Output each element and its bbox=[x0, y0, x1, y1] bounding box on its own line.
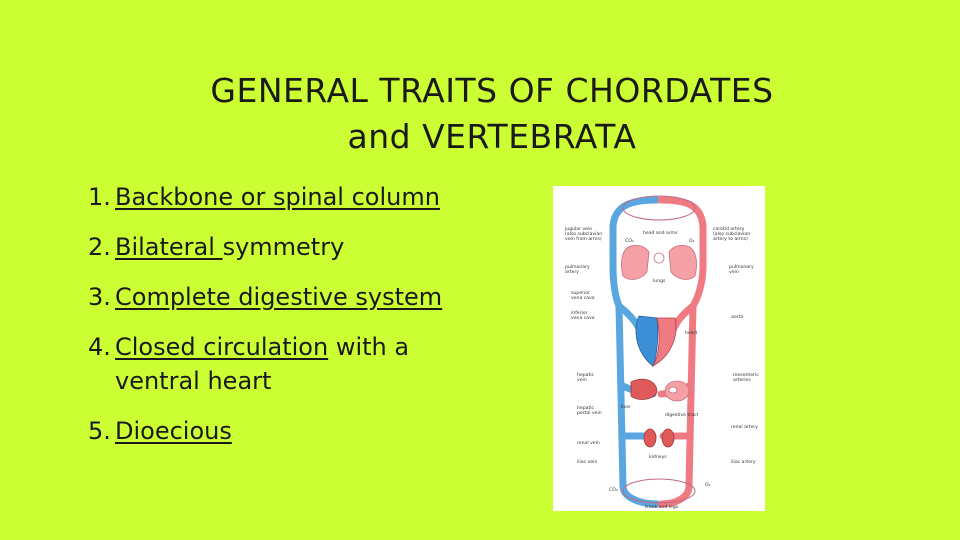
label-mesenteric-1: mesenteric bbox=[733, 372, 759, 378]
item-underlined-text: Backbone or spinal column bbox=[115, 183, 440, 211]
traits-list: 1. Backbone or spinal column 2. Bilatera… bbox=[88, 180, 448, 464]
lungs-organ bbox=[621, 244, 697, 280]
label-sup-vc-1: superior bbox=[571, 290, 590, 296]
label-kidneys: kidneys bbox=[649, 454, 667, 460]
item-text: Bilateral symmetry bbox=[115, 230, 448, 264]
list-item: 2. Bilateral symmetry bbox=[88, 230, 448, 264]
label-co2-top: CO₂ bbox=[625, 238, 634, 244]
label-heart: heart bbox=[685, 330, 697, 336]
item-text: Closed circulation with a ventral heart bbox=[115, 330, 448, 398]
digestive-organ bbox=[664, 380, 690, 402]
item-plain-text: with a ventral heart bbox=[115, 333, 410, 395]
diagram-labels: jugular vein (also subclavian vein from … bbox=[564, 226, 759, 510]
list-item: 3. Complete digestive system bbox=[88, 280, 448, 314]
capillary-beds bbox=[622, 195, 696, 504]
label-iliac-vein: iliac vein bbox=[577, 459, 597, 465]
list-item: 5. Dioecious bbox=[88, 414, 448, 448]
label-iliac-artery: iliac artery bbox=[731, 459, 756, 465]
label-co2-bottom: CO₂ bbox=[609, 487, 618, 493]
label-pulm-artery-1: pulmonary bbox=[565, 264, 590, 270]
item-number: 1. bbox=[88, 183, 111, 211]
label-jugular-3: vein from arms) bbox=[565, 236, 602, 242]
label-o2-top: O₂ bbox=[689, 238, 695, 244]
label-carotid-1: carotid artery bbox=[713, 226, 745, 232]
label-inf-vc-2: vena cava bbox=[571, 316, 595, 321]
slide-title: GENERAL TRAITS OF CHORDATES and VERTEBRA… bbox=[0, 68, 960, 160]
title-line-2: and VERTEBRATA bbox=[347, 117, 637, 156]
label-trunk: trunk and legs bbox=[645, 504, 679, 510]
item-plain-text: symmetry bbox=[222, 233, 345, 261]
label-pulm-vein-2: vein bbox=[729, 269, 739, 275]
item-underlined-text: Dioecious bbox=[115, 417, 232, 445]
label-hepatic-portal-2: portal vein bbox=[577, 410, 602, 416]
label-pulm-vein-1: pulmonary bbox=[729, 264, 754, 270]
label-hepatic-vein-1: hepatic bbox=[577, 372, 595, 378]
item-number: 5. bbox=[88, 417, 111, 445]
item-underlined-text: Complete digestive system bbox=[115, 283, 443, 311]
item-text: Backbone or spinal column bbox=[115, 180, 448, 214]
label-renal-vein: renal vein bbox=[577, 440, 600, 446]
item-number: 3. bbox=[88, 283, 111, 311]
label-mesenteric-2: arteries bbox=[733, 377, 751, 383]
label-renal-artery: renal artery bbox=[731, 424, 758, 430]
label-pulm-artery-2: artery bbox=[565, 269, 579, 275]
item-number: 2. bbox=[88, 233, 111, 261]
label-aorta: aorta bbox=[731, 314, 743, 320]
label-hepatic-vein-2: vein bbox=[577, 377, 587, 383]
item-text: Complete digestive system bbox=[115, 280, 448, 314]
label-carotid-3: artery to arms) bbox=[713, 236, 748, 242]
item-underlined-text: Closed circulation bbox=[115, 333, 329, 361]
item-underlined-text: Bilateral bbox=[115, 233, 223, 261]
liver-organ bbox=[630, 378, 658, 400]
label-inf-vc-1: inferior bbox=[571, 310, 588, 316]
list-item: 4. Closed circulation with a ventral hea… bbox=[88, 330, 448, 398]
title-line-1: GENERAL TRAITS OF CHORDATES bbox=[210, 71, 774, 110]
heart-organ bbox=[635, 315, 677, 368]
label-jugular-1: jugular vein bbox=[564, 226, 592, 232]
circulation-svg: jugular vein (also subclavian vein from … bbox=[564, 195, 759, 510]
kidneys-organ bbox=[643, 428, 675, 448]
list-item: 1. Backbone or spinal column bbox=[88, 180, 448, 214]
label-sup-vc-2: vena cava bbox=[571, 296, 595, 301]
item-text: Dioecious bbox=[115, 414, 448, 448]
label-head: head and arms bbox=[643, 230, 678, 236]
label-hepatic-portal-1: hepatic bbox=[577, 405, 595, 411]
label-digestive: digestive tract bbox=[665, 412, 698, 418]
item-number: 4. bbox=[88, 333, 111, 361]
label-liver: liver bbox=[621, 404, 631, 410]
label-o2-bottom: O₂ bbox=[705, 482, 711, 488]
label-lungs: lungs bbox=[653, 278, 666, 284]
label-carotid-2: (also subclavian bbox=[713, 231, 750, 237]
label-jugular-2: (also subclavian bbox=[565, 231, 602, 237]
circulatory-system-diagram: jugular vein (also subclavian vein from … bbox=[553, 186, 765, 511]
